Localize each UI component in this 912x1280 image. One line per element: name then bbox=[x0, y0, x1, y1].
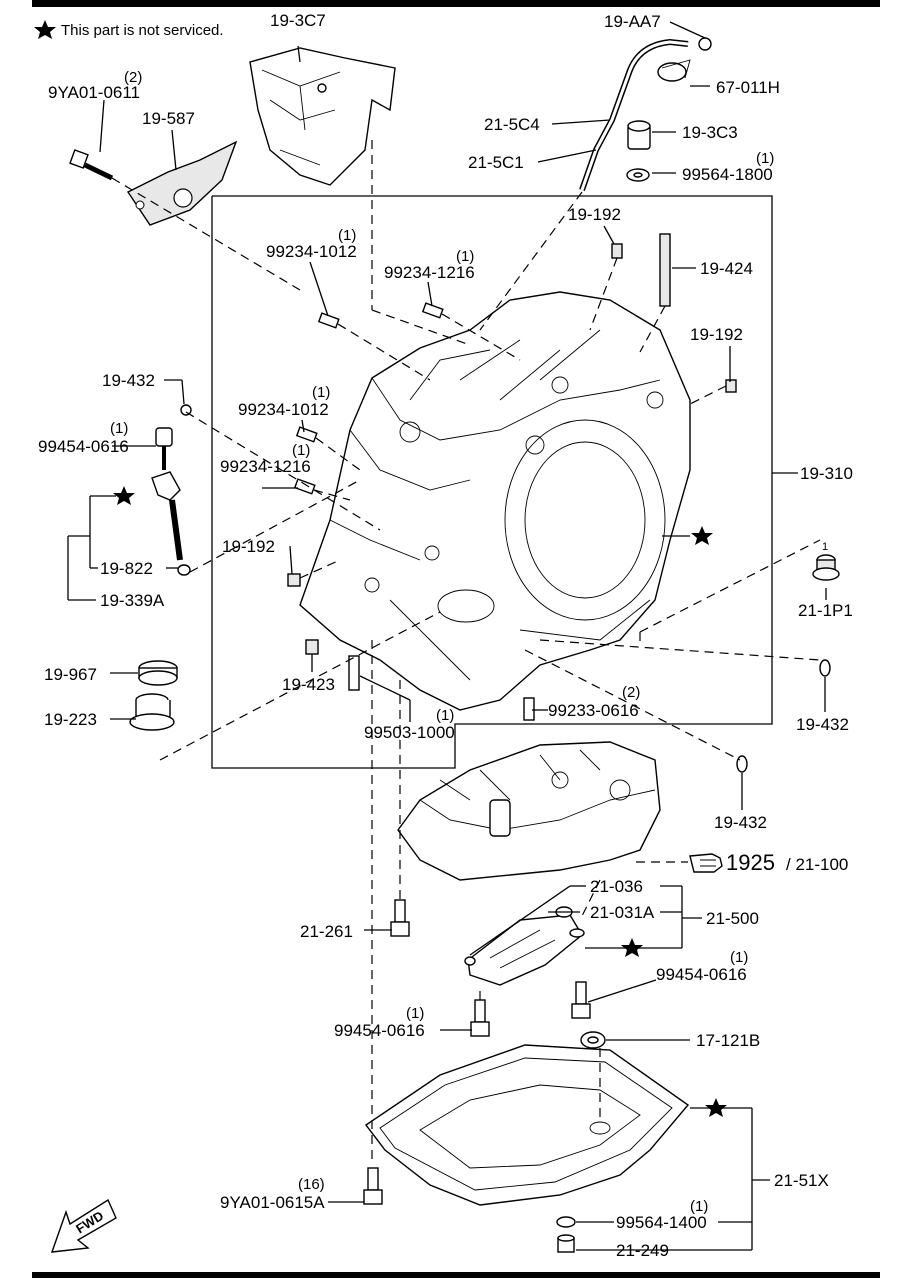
label-19-432-left: 19-432 bbox=[102, 371, 155, 390]
label-9YA01-0611: 9YA01-0611 bbox=[48, 83, 140, 102]
qty-99503-1000: (1) bbox=[436, 707, 454, 724]
bolt-9YA01-0611-part bbox=[69, 149, 114, 181]
star-icon bbox=[691, 526, 713, 545]
label-19-3C7: 19-3C7 bbox=[270, 11, 326, 30]
label-99454-0616-left: 99454-0616 bbox=[38, 437, 129, 456]
assembly-dashed-lines bbox=[111, 140, 821, 1165]
label-21-1P1: 21-1P1 bbox=[798, 601, 853, 620]
plate-19-587-part bbox=[126, 140, 238, 226]
qty-99234-1012-mid: (1) bbox=[312, 384, 330, 401]
gasket-17-121B-part bbox=[580, 1031, 606, 1049]
fwd-arrow-icon: FWD bbox=[50, 1198, 117, 1253]
oil-strainer-21-500-part bbox=[464, 906, 585, 986]
plug-21-1P1-part bbox=[812, 554, 840, 581]
sensor-19-339A-part bbox=[151, 404, 192, 576]
label-21-5C4: 21-5C4 bbox=[484, 115, 540, 134]
bolts-lower-part bbox=[363, 899, 591, 1205]
qty-99454-0616-left: (1) bbox=[110, 420, 128, 437]
qty-9YA01-0615A: (16) bbox=[298, 1176, 325, 1193]
ref-1925: 1925 bbox=[726, 850, 775, 875]
star-icon bbox=[113, 486, 135, 505]
label-19-822: 19-822 bbox=[100, 559, 153, 578]
qty-99454-0616-right: (1) bbox=[730, 949, 748, 966]
label-99234-1012-top: 99234-1012 bbox=[266, 242, 357, 261]
top-border bbox=[32, 0, 880, 7]
label-19-3C3: 19-3C3 bbox=[682, 123, 738, 142]
qty-99234-1012-top: (1) bbox=[338, 227, 356, 244]
qty-99564-1800: (1) bbox=[756, 150, 774, 167]
label-67-011H: 67-011H bbox=[716, 78, 780, 97]
label-19-339A: 19-339A bbox=[100, 591, 165, 610]
label-21-51X: 21-51X bbox=[774, 1171, 829, 1190]
label-21-5C1: 21-5C1 bbox=[468, 153, 524, 172]
label-21-031A: 21-031A bbox=[590, 903, 655, 922]
label-21-500: 21-500 bbox=[706, 909, 759, 928]
label-17-121B: 17-121B bbox=[696, 1031, 760, 1050]
drain-plug-21-249-part bbox=[556, 1216, 576, 1253]
label-19-192-right: 19-192 bbox=[690, 325, 743, 344]
housing-group-box bbox=[211, 195, 773, 769]
dipstick-tube-part bbox=[579, 37, 712, 191]
note-text: This part is not serviced. bbox=[61, 22, 224, 39]
label-21-249: 21-249 bbox=[616, 1241, 669, 1260]
qty-99234-1216-top: (1) bbox=[456, 248, 474, 265]
transaxle-case-19-310-part bbox=[299, 291, 691, 711]
ref-21-100: / 21-100 bbox=[786, 855, 848, 874]
label-99234-1216-top: 99234-1216 bbox=[384, 263, 475, 282]
leader-lines bbox=[67, 21, 827, 1251]
label-99233-0616: 99233-0616 bbox=[548, 701, 639, 720]
label-19-AA7: 19-AA7 bbox=[604, 12, 661, 31]
qty-99564-1400: (1) bbox=[690, 1198, 708, 1215]
label-99564-1800: 99564-1800 bbox=[682, 165, 773, 184]
qty-21-1P1: 1 bbox=[822, 541, 828, 553]
star-icon bbox=[621, 938, 643, 957]
label-19-423: 19-423 bbox=[282, 675, 335, 694]
label-19-424: 19-424 bbox=[700, 259, 753, 278]
label-99454-0616-mid: 99454-0616 bbox=[334, 1021, 425, 1040]
label-19-967: 19-967 bbox=[44, 665, 97, 684]
label-99234-1216-mid: 99234-1216 bbox=[220, 457, 311, 476]
qty-99454-0616-mid: (1) bbox=[406, 1005, 424, 1022]
control-valve-body-part bbox=[397, 741, 661, 881]
cover-19-3C7-part bbox=[249, 47, 396, 186]
label-99454-0616-right: 99454-0616 bbox=[656, 965, 747, 984]
label-99503-1000: 99503-1000 bbox=[364, 723, 455, 742]
label-19-192-top: 19-192 bbox=[568, 205, 621, 224]
qty-99234-1216-mid: (1) bbox=[292, 442, 310, 459]
drain-plug-19-3C3-part bbox=[626, 120, 651, 182]
label-19-192-left: 19-192 bbox=[222, 537, 275, 556]
qty-9YA01-0611: (2) bbox=[124, 69, 142, 86]
pointing-hand-icon bbox=[689, 853, 723, 873]
label-19-432-lower: 19-432 bbox=[714, 813, 767, 832]
label-99564-1400: 99564-1400 bbox=[616, 1213, 707, 1232]
oring-19-432-lower-part bbox=[736, 755, 748, 773]
oring-19-432-right-part bbox=[819, 659, 831, 677]
label-19-587: 19-587 bbox=[142, 109, 195, 128]
label-19-223: 19-223 bbox=[44, 710, 97, 729]
seals-part bbox=[129, 660, 178, 731]
label-19-310: 19-310 bbox=[800, 464, 853, 483]
qty-99233-0616: (2) bbox=[622, 684, 640, 701]
label-21-261: 21-261 bbox=[300, 922, 353, 941]
star-icon bbox=[705, 1098, 727, 1117]
label-99234-1012-mid: 99234-1012 bbox=[238, 400, 329, 419]
part-labels: 19-3C7 19-AA7 67-011H (2) 9YA01-0611 19-… bbox=[38, 11, 853, 1260]
label-21-036: 21-036 bbox=[590, 877, 643, 896]
legend-note: This part is not serviced. bbox=[34, 20, 224, 39]
not-serviced-markers bbox=[113, 486, 727, 1117]
bottom-border bbox=[32, 1272, 880, 1278]
label-19-432-right: 19-432 bbox=[796, 715, 849, 734]
star-icon bbox=[34, 20, 56, 39]
label-9YA01-0615A: 9YA01-0615A bbox=[220, 1193, 325, 1212]
oil-pan-21-51X-part bbox=[364, 1044, 690, 1206]
